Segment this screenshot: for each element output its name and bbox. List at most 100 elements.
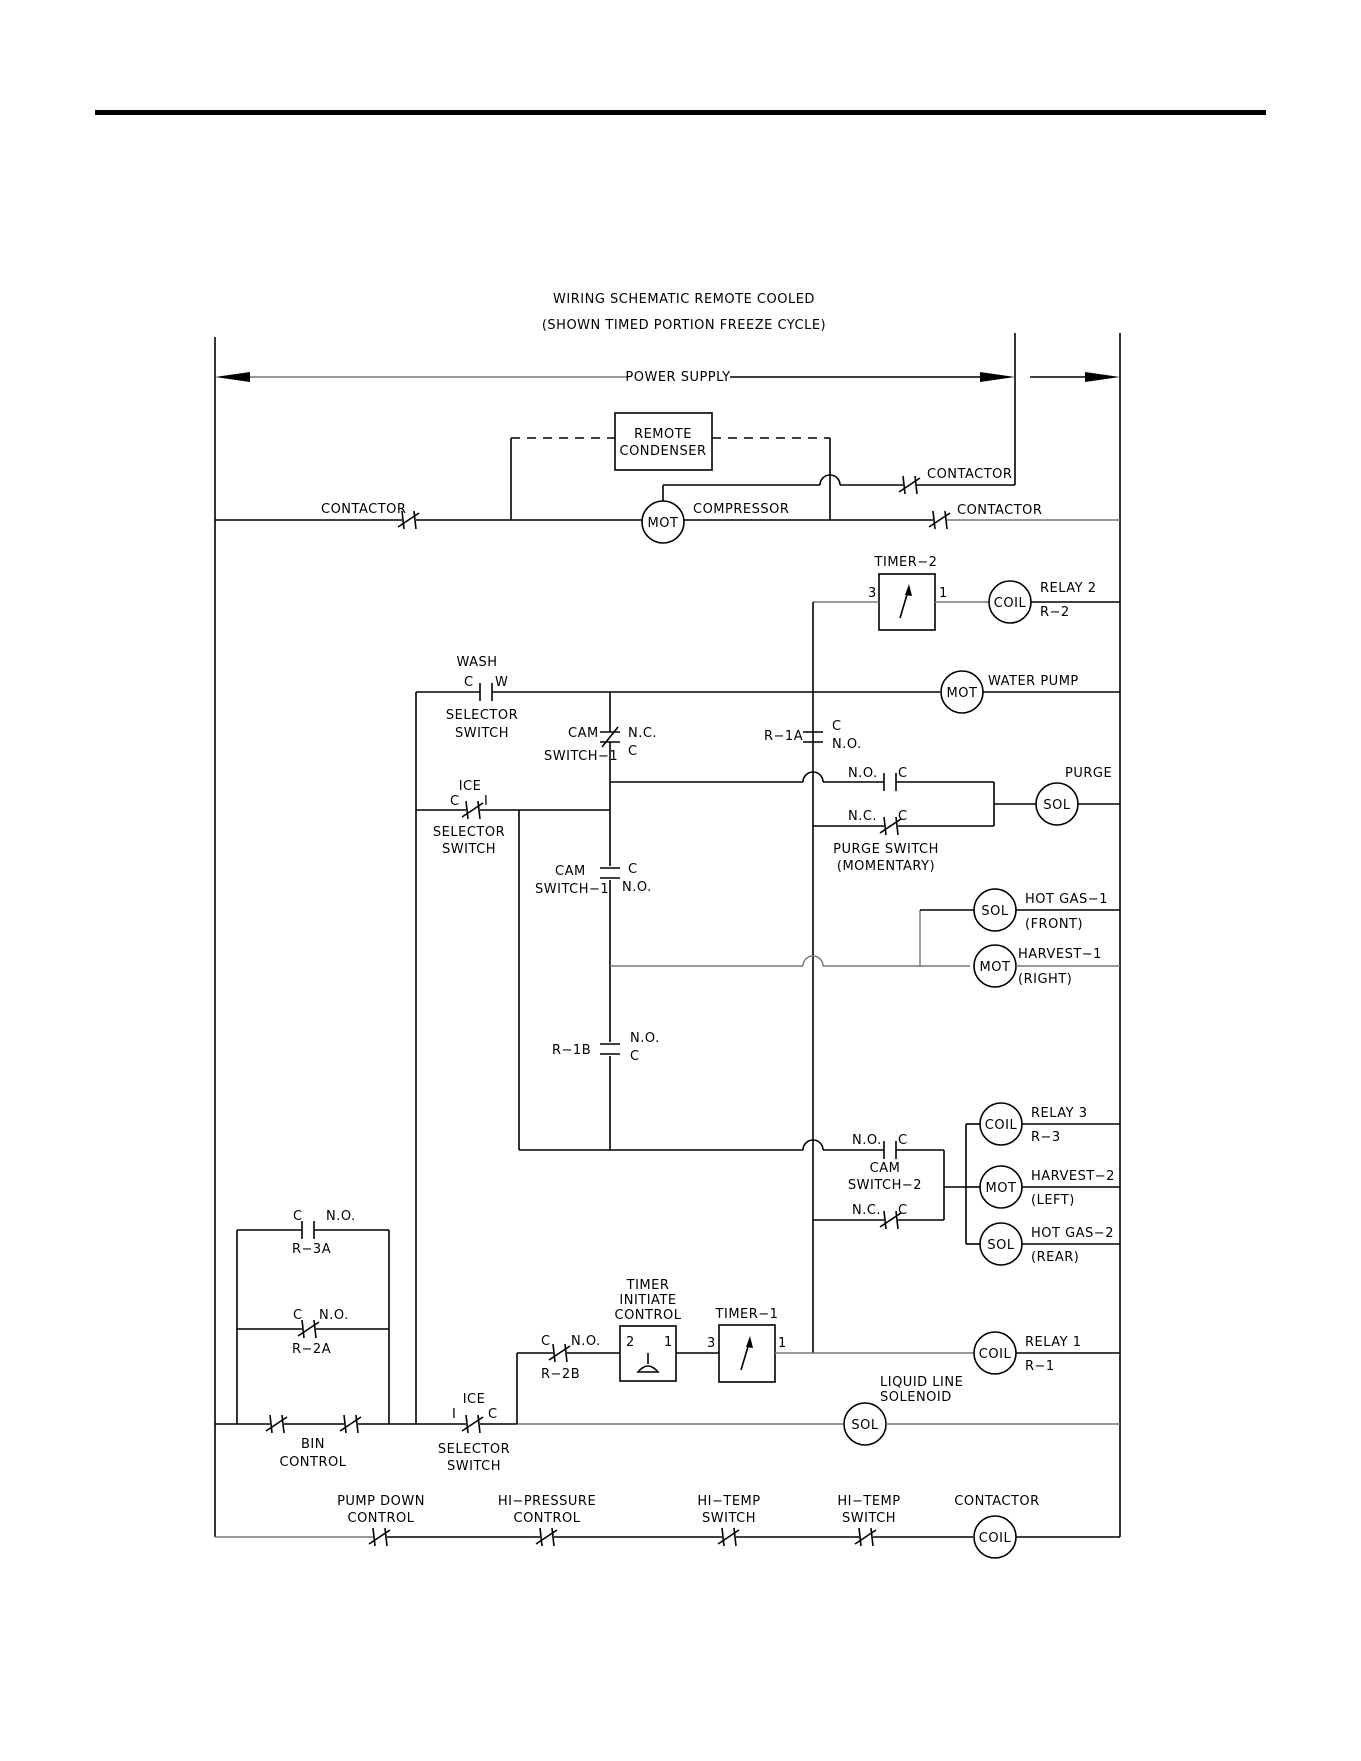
r2a-no-label: N.O. <box>319 1308 349 1323</box>
contactor-label-3: CONTACTOR <box>927 467 1012 482</box>
wash-label: WASH <box>456 655 497 670</box>
r1b-label: R−1B <box>552 1043 591 1058</box>
purge-switch-label: PURGE SWITCH <box>833 842 939 857</box>
purge-no-c-label: C <box>898 766 908 781</box>
ice1-switch-label: SWITCH <box>442 842 496 857</box>
r1b-contact: R−1B N.O. C <box>552 1031 660 1064</box>
harvest1-label: HARVEST−1 <box>1018 947 1102 962</box>
harvest2-label: HARVEST−2 <box>1031 1169 1115 1184</box>
timer1-terminal-3: 3 <box>707 1336 716 1351</box>
bin-label: BIN <box>301 1437 325 1452</box>
tic-terminal-1: 1 <box>664 1335 673 1350</box>
ice-selector-upper: ICE C I SELECTOR SWITCH <box>416 779 610 857</box>
relay1-r1-label: R−1 <box>1025 1359 1055 1374</box>
left-label: (LEFT) <box>1031 1193 1075 1208</box>
cam-label-3: CAM <box>870 1161 901 1176</box>
relay1-label: RELAY 1 <box>1025 1335 1082 1350</box>
bin-control-group: C N.O. R−3A C N.O. R−2A BIN CONTROL <box>215 1209 466 1470</box>
title-line-2: (SHOWN TIMED PORTION FREEZE CYCLE) <box>542 318 826 333</box>
r1a-no-label: N.O. <box>832 737 862 752</box>
liquid-line-label: LIQUID LINE <box>880 1375 963 1390</box>
hi-pressure-label: HI−PRESSURE <box>498 1494 596 1509</box>
pump-down-control-label: CONTROL <box>348 1511 415 1526</box>
liquid-line-sol-label: SOL <box>851 1418 878 1433</box>
cam-switch1-no: CAM SWITCH−1 C N.O. <box>535 862 652 897</box>
r2b-c-label: C <box>541 1334 551 1349</box>
r2b-no-label: N.O. <box>571 1334 601 1349</box>
hi-pressure-control-label: CONTROL <box>514 1511 581 1526</box>
cam-switch2-label: SWITCH−2 <box>848 1178 922 1193</box>
compressor-label: COMPRESSOR <box>693 502 789 517</box>
r1a-label: R−1A <box>764 729 803 744</box>
wash-c-label: C <box>464 675 474 690</box>
hi-temp-label-1: HI−TEMP <box>697 1494 760 1509</box>
bin-control-label: CONTROL <box>280 1455 347 1470</box>
r3a-no-label: N.O. <box>326 1209 356 1224</box>
water-pump-rung: WASH C W SELECTOR SWITCH MOT WATER PUMP <box>415 655 1120 1424</box>
compressor-rung: CONTACTOR MOT COMPRESSOR CONTACTOR REMOT… <box>215 412 1120 544</box>
purge-nc-label: N.C. <box>848 809 877 824</box>
cam1-c-label: C <box>628 744 638 759</box>
timer2-terminal-1: 1 <box>939 586 948 601</box>
wash-w-label: W <box>495 675 508 690</box>
harvest2-mot-label: MOT <box>986 1181 1017 1196</box>
purge-sol-label: SOL <box>1043 798 1070 813</box>
cam2-no-c-label: C <box>898 1133 908 1148</box>
cam1-nc-label: N.C. <box>628 726 657 741</box>
ice2-selector-label: SELECTOR <box>438 1442 510 1457</box>
timer-initiate-label-2: INITIATE <box>619 1293 676 1308</box>
right-label: (RIGHT) <box>1018 972 1072 987</box>
purge-nc-c-label: C <box>898 809 908 824</box>
relay2-r2-label: R−2 <box>1040 605 1070 620</box>
harvest1-rung: SOL HOT GAS−1 (FRONT) MOT HARVEST−1 (RIG… <box>610 888 1120 988</box>
hot-gas2-label: HOT GAS−2 <box>1031 1226 1114 1241</box>
water-pump-mot-label: MOT <box>947 686 978 701</box>
rear-label: (REAR) <box>1031 1250 1079 1265</box>
ice1-i-label: I <box>484 794 488 809</box>
timer1-box <box>718 1324 776 1383</box>
purge-label: PURGE <box>1065 766 1112 781</box>
ice2-switch-label: SWITCH <box>447 1459 501 1474</box>
hi-temp-label-2: HI−TEMP <box>837 1494 900 1509</box>
hi-temp-switch-label-1: SWITCH <box>702 1511 756 1526</box>
timer-initiate-label-1: TIMER <box>626 1278 670 1293</box>
power-rails: POWER SUPPLY <box>214 333 1121 1537</box>
title-line-1: WIRING SCHEMATIC REMOTE COOLED <box>553 292 815 307</box>
remote-condenser-label-2: CONDENSER <box>620 444 707 459</box>
r3a-c-label: C <box>293 1209 303 1224</box>
solenoid-label: SOLENOID <box>880 1390 952 1405</box>
pump-down-label: PUMP DOWN <box>337 1494 425 1509</box>
timer2-box <box>878 573 936 631</box>
tic-terminal-2: 2 <box>626 1335 635 1350</box>
front-label: (FRONT) <box>1025 917 1083 932</box>
top-rule <box>95 110 1266 115</box>
r2a-label: R−2A <box>292 1342 331 1357</box>
r1b-no-label: N.O. <box>630 1031 660 1046</box>
purge-no-label: N.O. <box>848 766 878 781</box>
contactor-label-1: CONTACTOR <box>321 502 406 517</box>
cam-switch1-nc: CAM SWITCH−1 N.C. C <box>544 692 657 1150</box>
cam1b-no-label: N.O. <box>622 880 652 895</box>
safety-rung: PUMP DOWN CONTROL HI−PRESSURE CONTROL HI… <box>215 1494 1120 1559</box>
cam2-no-label: N.O. <box>852 1133 882 1148</box>
ice2-i-label: I <box>452 1407 456 1422</box>
hot-gas1-sol-label: SOL <box>981 904 1008 919</box>
timer1-rung: C N.O. R−2B TIMER INITIATE CONTROL 2 1 T… <box>516 1278 1120 1424</box>
remote-condenser-label-1: REMOTE <box>634 427 692 442</box>
timer2-terminal-3: 3 <box>868 586 877 601</box>
relay3-r3-label: R−3 <box>1031 1130 1061 1145</box>
contactor-label-2: CONTACTOR <box>957 503 1042 518</box>
r2b-label: R−2B <box>541 1367 580 1382</box>
remote-condenser-box <box>614 412 713 471</box>
relay2-label: RELAY 2 <box>1040 581 1097 596</box>
relay2-coil-label: COIL <box>994 596 1027 611</box>
hi-temp-switch-label-2: SWITCH <box>842 1511 896 1526</box>
hot-gas2-sol-label: SOL <box>987 1238 1014 1253</box>
wash-selector-label: SELECTOR <box>446 708 518 723</box>
cam-switch1-label-1: SWITCH−1 <box>544 749 618 764</box>
relay1-coil-label: COIL <box>979 1347 1012 1362</box>
relay3-label: RELAY 3 <box>1031 1106 1088 1121</box>
cam1b-c-label: C <box>628 862 638 877</box>
cam2-nc-label: N.C. <box>852 1203 881 1218</box>
